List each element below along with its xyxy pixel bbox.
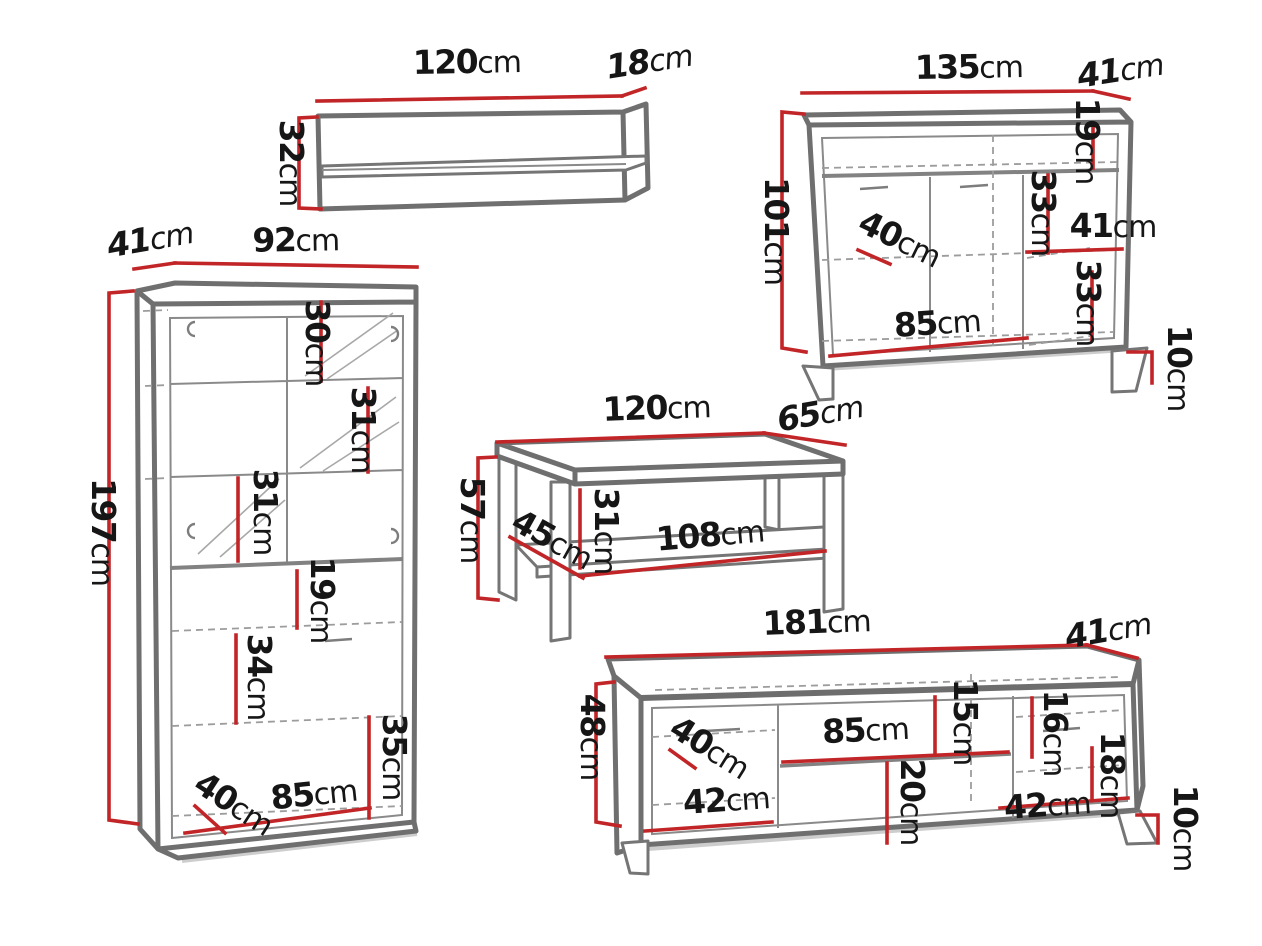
tv-stand-dashed-lines [651,674,1125,806]
dim-label-cabinet-depth: 41cm [103,212,196,266]
tall-cabinet-body [134,280,419,861]
dim-label-sideboard-niche-width: 41cm [1070,206,1157,245]
dim-label-table-under-height: 31cm [587,488,626,575]
dim-label-sideboard-inner-width: 85cm [893,300,982,345]
tall-cabinet-glass-reflections [197,312,400,558]
dim-line-table-under-depth [507,534,586,581]
dim-label-sideboard-top-gap: 19cm [1068,98,1107,185]
dim-line-tv-height [594,680,623,829]
dim-label-cabinet-glass-left: 31cm [246,469,285,556]
dim-label-tv-depth: 41cm [1061,603,1154,657]
sideboard-door-handles [859,183,989,191]
dim-label-table-width: 120cm [602,386,711,429]
dim-line-sideboard-width [800,89,1095,95]
dim-line-tv-width [604,643,1089,659]
sideboard-legs [801,346,1149,402]
dim-label-cabinet-top-gap: 19cm [303,557,342,644]
dim-line-sideboard-depth [1090,88,1132,102]
dim-label-cabinet-bottom-shelf: 35cm [375,714,414,801]
dim-line-tv-inner-depth [667,747,698,771]
dim-label-cabinet-glass-right: 31cm [344,387,383,474]
dim-label-tv-right-gap: 16cm [1036,690,1075,777]
dim-label-cabinet-glass-top: 30cm [298,300,337,387]
dim-line-table-height [476,455,500,602]
dim-line-cabinet-width [173,261,419,269]
dim-label-sideboard-height: 101cm [757,177,796,285]
dim-line-tv-door-right [998,796,1130,810]
dim-label-tv-door-left: 42cm [682,777,771,822]
dim-label-tv-leg: 10cm [1166,785,1205,872]
tall-cabinet-shadow [181,832,418,863]
sideboard-top-divider [821,168,1120,178]
dim-line-tv-door-left [643,820,774,833]
dim-label-tv-shelf-width: 85cm [821,708,910,751]
dim-line-sideboard-inner-width [828,336,1029,358]
dim-label-shelf-depth: 18cm [603,35,695,87]
sideboard-dashed-shelves [821,135,1119,350]
tv-stand-interior [651,693,1129,836]
dim-label-sideboard-depth: 41cm [1073,44,1166,96]
dim-label-shelf-height: 32cm [272,120,311,207]
dim-label-tv-right-inner: 18cm [1093,732,1132,819]
dim-label-tv-top-gap: 15cm [946,679,985,766]
tall-cabinet: 41cm 92cm 197cm 30cm 31cm 31cm 19cm 34cm… [84,212,419,863]
tall-cabinet-dashed-shelves [142,309,403,817]
tv-stand-door-handles [704,726,1081,733]
wall-shelf-body [315,101,651,212]
dim-label-sideboard-lower-shelf: 33cm [1069,260,1108,347]
dim-label-tv-middle-gap: 20cm [893,759,932,846]
tall-cabinet-mid-divider [169,557,404,570]
dim-line-cabinet-inner-width [182,805,373,836]
coffee-table: 120cm 65cm 57cm 45cm 31cm 108cm [453,386,866,643]
dim-line-sideboard-height [780,110,809,355]
dim-label-cabinet-inner-width: 85cm [269,770,359,818]
dim-label-tv-width: 181cm [762,600,871,643]
dim-line-sideboard-niche-width [1025,247,1124,254]
dim-label-tv-height: 48cm [573,694,612,781]
dim-line-tv-leg [1135,813,1160,845]
dim-label-sideboard-leg: 10cm [1160,325,1199,412]
tv-stand-shelf [779,752,1012,768]
dim-line-sideboard-niche-depth [855,247,893,267]
sideboard: 135cm 41cm 101cm 19cm 33cm 41cm 40cm 33c… [757,44,1199,412]
tv-stand-top-band [640,681,1134,701]
dim-label-cabinet-height: 197cm [84,478,123,586]
dim-line-tv-depth [1084,642,1140,661]
wall-shelf-board-edge [321,163,627,171]
dim-label-cabinet-width: 92cm [252,219,339,260]
dim-label-table-depth: 65cm [774,386,866,439]
dim-label-sideboard-upper-shelf: 33cm [1024,170,1063,257]
tv-stand-shadow [647,811,1136,851]
dim-line-cabinet-depth [131,260,178,272]
dim-label-shelf-width: 120cm [412,41,521,82]
dim-line-shelf-height [297,115,323,211]
dim-label-table-height: 57cm [453,477,492,564]
tall-cabinet-interior [168,314,405,840]
tv-stand: 181cm 41cm 48cm 40cm 42cm 85cm 15cm 20cm… [573,600,1205,876]
dim-line-sideboard-leg [1126,350,1154,385]
dim-line-table-width [495,431,766,444]
dim-line-shelf-depth [619,85,648,99]
sideboard-shadow [824,348,1127,371]
dim-line-table-depth [761,430,848,448]
wall-shelf: 120cm 18cm 32cm [272,35,695,212]
dim-line-tv-shelf-width [781,750,1010,764]
dim-label-cabinet-mid-shelf: 34cm [240,634,279,721]
dim-label-tv-door-right: 42cm [1003,782,1092,827]
dim-line-cabinet-height [107,289,141,827]
dim-label-sideboard-width: 135cm [914,46,1023,87]
dim-line-table-shelf-width [578,549,827,578]
tall-cabinet-door-handles [186,320,400,643]
dim-label-table-shelf-width: 108cm [654,510,765,558]
dim-line-shelf-width [315,94,624,103]
sideboard-interior [820,132,1120,357]
